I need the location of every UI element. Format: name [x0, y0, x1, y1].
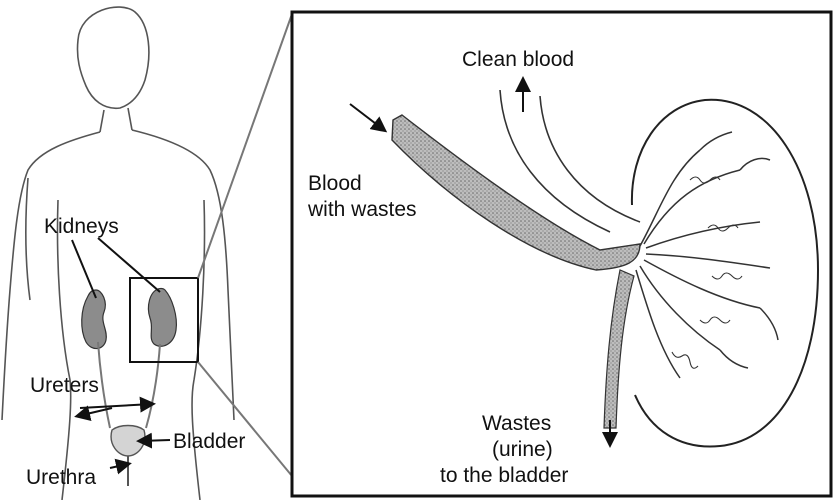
wastes-label-3: to the bladder: [440, 464, 568, 487]
clean-blood-label: Clean blood: [462, 48, 574, 71]
urethra-label: Urethra: [26, 466, 96, 489]
zoom-line-bottom: [198, 362, 292, 476]
blood-with-wastes-label-1: Blood: [308, 172, 362, 195]
left-kidney: [82, 290, 107, 349]
wastes-label-1: Wastes: [482, 412, 551, 435]
body-outline: [2, 7, 234, 500]
ureters-arrow-right: [80, 404, 152, 408]
zoom-line-top: [198, 14, 292, 278]
bladder-arrow: [140, 440, 170, 441]
right-kidney: [148, 288, 176, 346]
kidneys-label: Kidneys: [44, 215, 119, 238]
left-ureter: [98, 342, 110, 428]
right-ureter: [146, 344, 160, 428]
wastes-label-2: (urine): [492, 438, 553, 461]
ureters-label: Ureters: [30, 374, 99, 397]
bladder-label: Bladder: [173, 430, 245, 453]
bladder-shape: [111, 426, 145, 457]
kidneys-pointer-left: [72, 240, 96, 298]
urethra-arrow: [110, 464, 128, 468]
blood-with-wastes-label-2: with wastes: [307, 198, 417, 221]
